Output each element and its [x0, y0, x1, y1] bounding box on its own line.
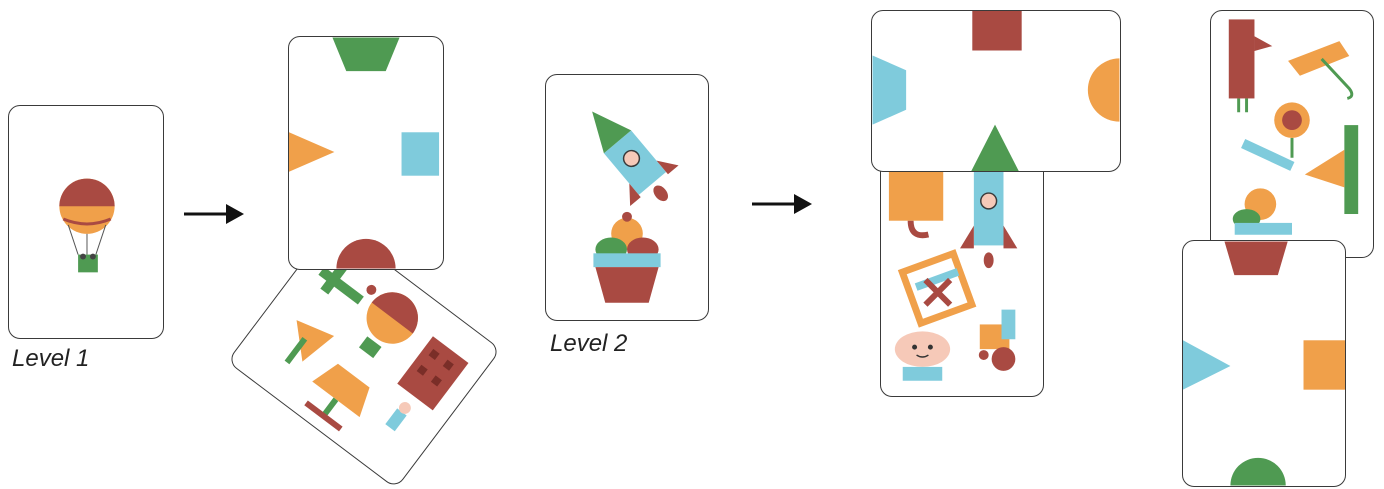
arrow-right-icon: [184, 204, 244, 224]
edge-shapes-icon: [289, 37, 440, 269]
level1-label: Level 1: [12, 345, 90, 372]
level2-shapes-card: [871, 10, 1121, 172]
objects-cluster-icon: [1228, 19, 1359, 235]
level2-objects-card-2: [1210, 10, 1374, 258]
level2-target-card: [545, 74, 709, 321]
level1-shapes-card: [288, 36, 444, 270]
level2-label: Level 2: [550, 330, 628, 357]
level2-objects-card: [880, 160, 1044, 397]
arrow-right-icon: [752, 194, 812, 214]
rocket-and-cupcake-icon: [592, 111, 679, 303]
level1-target-card: [8, 105, 164, 339]
objects-cluster-icon: [888, 171, 1018, 381]
hot-air-balloon-icon: [59, 178, 115, 273]
level2-shapes-card-2: [1182, 240, 1346, 487]
edge-shapes-icon: [1183, 241, 1345, 486]
edge-shapes-icon: [872, 11, 1120, 171]
